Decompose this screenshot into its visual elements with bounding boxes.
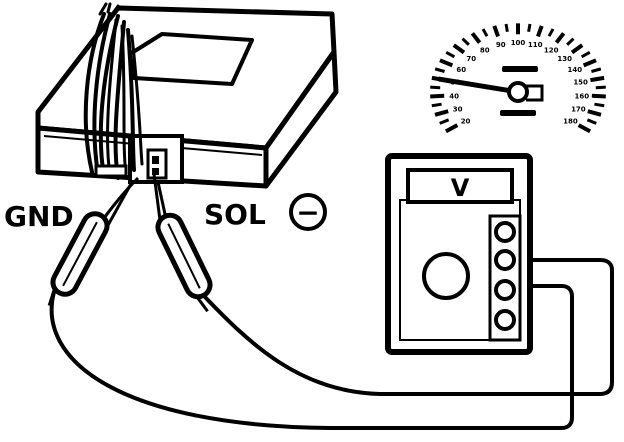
speedometer-tick (586, 118, 597, 125)
speedometer-tick (430, 93, 445, 99)
speedometer-tick-label: 100 (511, 39, 526, 47)
speedometer-hub-mount (526, 84, 544, 102)
speedometer-tick-label: 120 (544, 46, 559, 54)
speedometer-tick (434, 109, 449, 117)
speedometer-tick (536, 25, 544, 38)
speedometer-tick (591, 67, 602, 73)
speedometer-tick-label: 150 (573, 79, 588, 87)
jack-3 (494, 279, 516, 301)
speedometer-tick-label: 170 (571, 106, 586, 114)
polarity-symbol: − (296, 196, 319, 229)
speedometer-tick (527, 23, 532, 32)
speedometer-tick (430, 85, 441, 90)
speedometer-tick (591, 93, 606, 99)
speedometer-needle (437, 76, 521, 95)
speedometer-tick (594, 102, 605, 108)
speedometer-upper-bar (502, 66, 538, 72)
voltmeter: V (385, 153, 533, 355)
sol-probe (155, 212, 213, 313)
speedometer-tick (595, 85, 606, 90)
sol-lead-wire (202, 258, 614, 396)
speedometer-tick (570, 43, 584, 55)
speedometer-tick (439, 58, 454, 68)
wire-harness (83, 2, 144, 180)
speedometer-tick (492, 25, 500, 38)
speedometer-lower-bar (500, 110, 536, 116)
speedometer-tick (452, 43, 466, 55)
jack-2 (494, 249, 516, 271)
sol-label: SOL (204, 198, 266, 231)
jack-4 (494, 309, 516, 331)
module-side-face (263, 49, 339, 189)
speedometer-tick (470, 32, 482, 44)
speedometer-tick (481, 28, 489, 37)
speedometer-tick-label: 40 (449, 92, 459, 100)
module-panel (128, 32, 254, 86)
speedometer-tick (566, 37, 575, 46)
speedometer-tick (445, 51, 456, 59)
harness-strap (94, 164, 128, 178)
speedometer-tick (444, 123, 459, 134)
speedometer-tick-label: 180 (563, 118, 578, 126)
speedometer-tick-label: 70 (466, 55, 476, 63)
speedometer-tick (577, 123, 592, 134)
control-module (35, 2, 339, 189)
speedometer-tick (547, 28, 555, 37)
speedometer-tick-label: 140 (567, 66, 582, 74)
speedometer-tick (587, 109, 602, 117)
speedometer-tick (590, 75, 605, 83)
speedometer-tick-label: 80 (480, 46, 490, 54)
voltmeter-dial (422, 252, 470, 300)
negative-polarity-icon: − (289, 193, 327, 231)
voltmeter-display-unit: V (451, 174, 470, 202)
speedometer-tick (431, 102, 442, 108)
speedometer-tick-label: 60 (456, 66, 466, 74)
speedometer-tick-label: 110 (528, 41, 543, 49)
speedometer-tick-label: 90 (496, 41, 506, 49)
speedometer-tick (580, 51, 591, 59)
speedometer-tick-label: 30 (453, 106, 463, 114)
speedometer-tick (434, 67, 445, 73)
speedometer-tick (554, 32, 566, 44)
speedometer-tick (439, 118, 450, 125)
connector-pin (152, 156, 159, 164)
speedometer-hub (507, 81, 529, 103)
speedometer-tick (582, 58, 597, 68)
speedometer-tick-label: 130 (557, 55, 572, 63)
jack-1 (494, 221, 516, 243)
speedometer-tick (504, 23, 509, 32)
gnd-lead-wire (49, 284, 574, 430)
speedometer-tick-label: 160 (575, 92, 590, 100)
connector-pin (152, 168, 159, 175)
gnd-label: GND (4, 200, 74, 233)
speedometer: 2030405060708090100110120130140150160170… (430, 23, 606, 134)
speedometer-tick (461, 37, 470, 46)
speedometer-ticks (430, 23, 606, 134)
voltmeter-display (406, 168, 514, 204)
speedometer-tick-label: 20 (461, 118, 471, 126)
